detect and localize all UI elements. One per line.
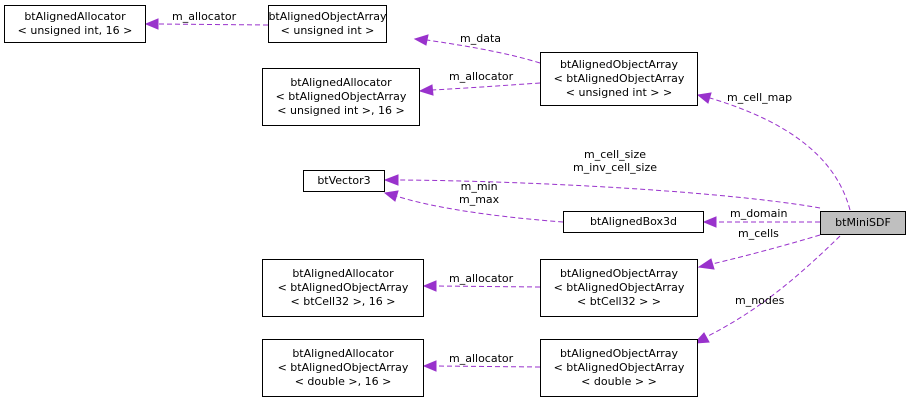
text-line: < btAlignedObjectArray — [277, 281, 409, 294]
text-line: < btAlignedObjectArray — [553, 72, 685, 85]
text-line: < unsigned int, 16 > — [17, 24, 133, 37]
text-line: < btAlignedObjectArray — [275, 90, 407, 103]
text-line: btAlignedAllocator — [24, 10, 126, 23]
node-btminisdf[interactable]: btMiniSDF — [820, 211, 906, 235]
edge-minisdf-nodes — [705, 235, 841, 338]
arrowhead — [144, 18, 159, 30]
edge-label-cell-map: m_cell_map — [727, 91, 792, 104]
arrowhead — [697, 258, 715, 270]
edge-label-allocator: m_allocator — [172, 10, 236, 23]
arrowhead — [413, 34, 429, 46]
text-line: < btAlignedObjectArray — [277, 361, 409, 374]
edge-minisdf-cell-map — [709, 97, 851, 211]
text-line: m_max — [459, 193, 500, 206]
text-line: btAlignedAllocator — [292, 267, 394, 280]
arrowhead — [693, 332, 710, 344]
arrowhead — [383, 190, 399, 202]
edge-label-cells: m_cells — [738, 227, 779, 240]
edge-arr-arr-uint-data — [426, 39, 541, 64]
arrowhead — [702, 216, 717, 228]
text-line: m_min — [460, 180, 498, 193]
text-line: m_cell_size — [584, 148, 646, 161]
node-object-array-unsigned-int[interactable]: btAlignedObjectArray< unsigned int > — [268, 5, 387, 43]
text-line: btAlignedAllocator — [290, 76, 392, 89]
edge-arr-arr-uint-allocator — [431, 82, 541, 91]
text-line: m_allocator — [172, 10, 237, 23]
text-line: m_cells — [738, 227, 779, 240]
edge-label-domain: m_domain — [730, 207, 787, 220]
text-line: < btCell32 > > — [577, 295, 661, 308]
node-allocator-unsigned-int[interactable]: btAlignedAllocator< unsigned int, 16 > — [4, 5, 146, 43]
node-array-array-double[interactable]: btAlignedObjectArray< btAlignedObjectArr… — [540, 339, 698, 397]
edge-minisdf-cells — [711, 234, 821, 265]
edge-box3d-minmax — [395, 195, 564, 223]
node-allocator-array-btcell32[interactable]: btAlignedAllocator< btAlignedObjectArray… — [262, 259, 424, 317]
node-array-array-btcell32[interactable]: btAlignedObjectArray< btAlignedObjectArr… — [540, 259, 698, 317]
text-line: btAlignedObjectArray — [559, 267, 679, 280]
node-array-array-unsigned-int[interactable]: btAlignedObjectArray< btAlignedObjectArr… — [540, 52, 698, 106]
text-line: btAlignedObjectArray — [559, 347, 679, 360]
text-line: < unsigned int > > — [565, 86, 673, 99]
text-line: btVector3 — [317, 174, 371, 187]
node-allocator-array-unsigned-int[interactable]: btAlignedAllocator< btAlignedObjectArray… — [262, 68, 420, 126]
text-line: btAlignedObjectArray — [268, 10, 387, 23]
edge-label-nodes: m_nodes — [735, 294, 784, 307]
text-line: m_nodes — [735, 294, 785, 307]
edge-arr-double-allocator — [435, 365, 541, 368]
text-line: m_cell_map — [727, 91, 793, 104]
text-line: < unsigned int >, 16 > — [277, 104, 405, 117]
text-line: < btAlignedObjectArray — [553, 281, 685, 294]
text-line: < btCell32 >, 16 > — [290, 295, 396, 308]
arrowhead — [422, 360, 437, 372]
text-line: < unsigned int > — [280, 24, 375, 37]
arrowhead — [383, 174, 399, 186]
text-line: m_allocator — [449, 352, 514, 365]
text-line: btMiniSDF — [835, 216, 891, 229]
edge-label-allocator: m_allocator — [449, 70, 513, 83]
text-line: m_data — [460, 32, 501, 45]
text-line: < double >, 16 > — [294, 375, 392, 388]
text-line: m_domain — [730, 207, 788, 220]
text-line: < btAlignedObjectArray — [553, 361, 685, 374]
text-line: m_allocator — [449, 70, 514, 83]
edge-arr-cell-allocator — [435, 285, 541, 288]
edge-minisdf-cell-size — [397, 179, 821, 209]
text-line: m_allocator — [449, 272, 514, 285]
arrowhead — [422, 280, 437, 292]
edge-label-data: m_data — [460, 32, 501, 45]
text-line: m_inv_cell_size — [573, 161, 658, 174]
arrowhead — [418, 84, 434, 96]
edge-label-allocator: m_allocator — [449, 352, 513, 365]
node-btvector3[interactable]: btVector3 — [303, 170, 385, 192]
node-allocator-array-double[interactable]: btAlignedAllocator< btAlignedObjectArray… — [262, 339, 424, 397]
node-btalignedbox3d[interactable]: btAlignedBox3d — [563, 211, 704, 233]
text-line: < double > > — [581, 375, 657, 388]
text-line: btAlignedObjectArray — [559, 58, 679, 71]
edge-label-allocator: m_allocator — [449, 272, 513, 285]
text-line: btAlignedAllocator — [292, 347, 394, 360]
edge-arr-uint-allocator — [157, 23, 269, 26]
text-line: btAlignedBox3d — [589, 215, 678, 228]
arrowhead — [696, 92, 712, 104]
